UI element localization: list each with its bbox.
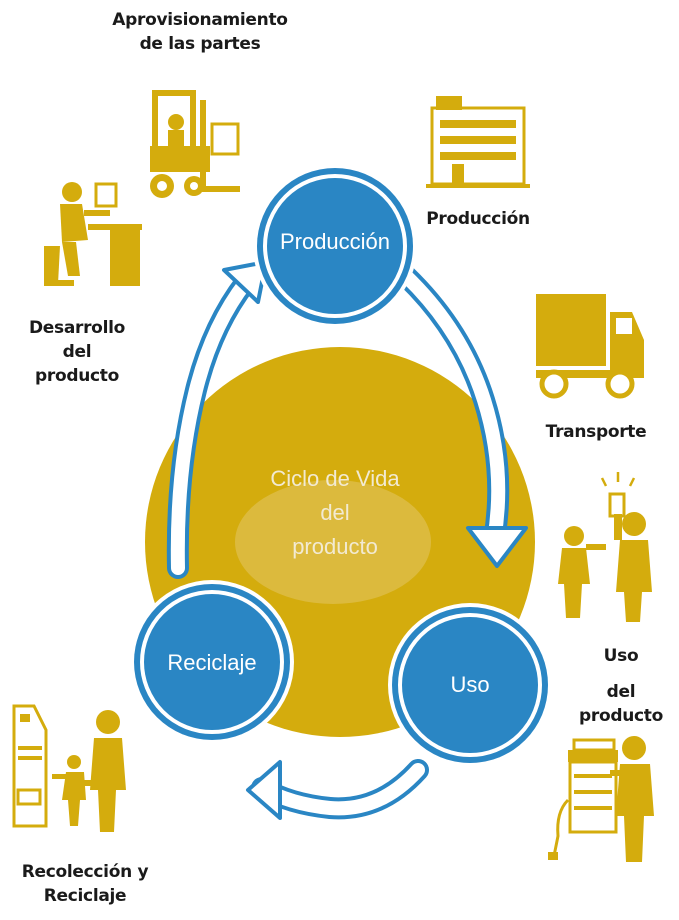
label-transporte-line1: Transporte (545, 422, 647, 442)
factory-icon (426, 96, 530, 188)
label-produccion-line1: Producción (426, 209, 530, 229)
center-title-line3: producto (292, 534, 378, 559)
label-recoleccion: Recolección y Reciclaje (10, 860, 160, 908)
stage-label-reciclaje: Reciclaje (167, 650, 257, 675)
center-title-line1: Ciclo de Vida (270, 466, 400, 491)
center-title-line2: del (320, 500, 350, 525)
label-desarrollo-line1: Desarrollo del (28, 318, 125, 362)
developer-at-desk-icon (44, 182, 142, 286)
arrow-head-use (466, 526, 528, 568)
recycling-kiosk-icon (12, 704, 126, 832)
label-uso: Uso del producto (566, 644, 676, 728)
stage-reciclaje (130, 580, 294, 744)
people-using-phone-icon (558, 472, 652, 622)
truck-icon (536, 294, 644, 399)
stage-produccion (253, 164, 417, 328)
label-desarrollo-line2: producto (35, 366, 119, 386)
center-title: Ciclo de Vida del producto (230, 462, 440, 564)
label-desarrollo: Desarrollo del producto (12, 316, 142, 388)
label-aprovisionamiento-line2: de las partes (139, 34, 261, 54)
person-with-copier-icon (548, 736, 654, 862)
label-recoleccion-line1: Recolección y (21, 862, 149, 882)
label-produccion: Producción (418, 207, 538, 231)
stage-uso (388, 603, 552, 767)
label-uso-line2: del producto (579, 682, 663, 726)
label-transporte: Transporte (536, 420, 656, 444)
cycle-arrows (166, 260, 528, 820)
stage-label-uso: Uso (450, 672, 490, 697)
arrow-head-recycling (246, 760, 282, 820)
label-uso-line1: Uso (603, 646, 639, 666)
stage-label-produccion: Producción (279, 229, 391, 254)
label-recoleccion-line2: Reciclaje (43, 886, 127, 906)
label-aprovisionamiento-line1: Aprovisionamiento (112, 10, 288, 30)
forklift-icon (150, 90, 240, 198)
label-aprovisionamiento: Aprovisionamiento de las partes (110, 8, 290, 56)
